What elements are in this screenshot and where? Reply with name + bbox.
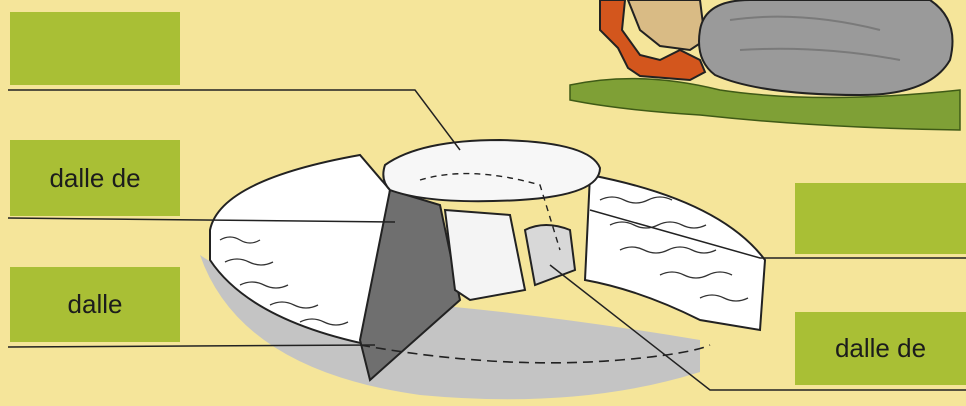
label-box-top-left (10, 12, 180, 85)
boulder (699, 0, 953, 95)
label-low-right-text: dalle de (835, 333, 926, 364)
label-box-top-right (795, 183, 966, 254)
label-box-low-right: dalle de (795, 312, 966, 385)
label-mid-left-text: dalle de (49, 163, 140, 194)
mound-outer-wall (210, 155, 390, 345)
chamber-entrance (525, 225, 575, 285)
label-low-left-text: dalle (68, 289, 123, 320)
cartoon-character (600, 0, 705, 80)
chamber-upright-stone (445, 210, 525, 300)
label-box-low-left: dalle (10, 267, 180, 342)
label-box-mid-left: dalle de (10, 140, 180, 216)
cap-stone (383, 140, 600, 201)
